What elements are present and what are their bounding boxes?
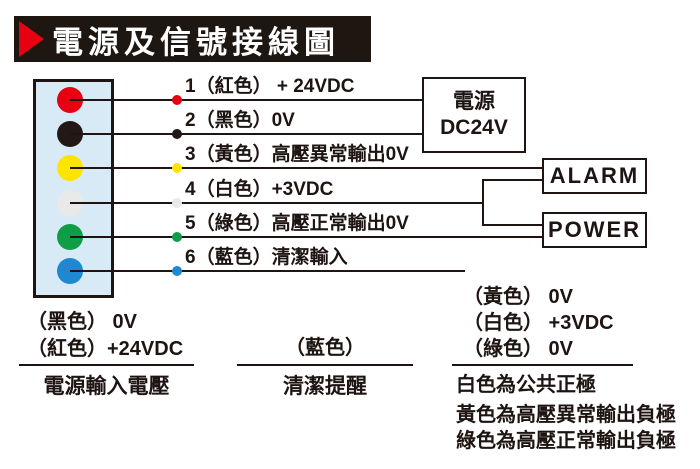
right-separator bbox=[452, 364, 633, 366]
left-separator bbox=[19, 364, 194, 366]
note-yellow-abnormal-negative: 黃色為高壓異常輸出負極 bbox=[456, 404, 676, 426]
wire-label-2: 2（黑色）0V bbox=[185, 110, 295, 131]
page-title: 電源及信號接線圖 bbox=[52, 24, 340, 60]
wire-label-4: 4（白色）+3VDC bbox=[185, 179, 334, 200]
wire-label-3: 3（黃色）高壓異常輸出0V bbox=[185, 144, 409, 165]
junction-dot-red bbox=[172, 95, 182, 105]
red-arrow-icon bbox=[19, 21, 44, 57]
title-banner: 電源及信號接線圖 bbox=[14, 16, 371, 62]
wire-blue bbox=[70, 270, 465, 272]
alarm-box: ALARM bbox=[542, 158, 647, 194]
power-supply-label: 電源 bbox=[453, 90, 495, 113]
middle-caption: 清潔提醒 bbox=[283, 375, 367, 398]
power-supply-box: 電源 DC24V bbox=[422, 77, 526, 153]
middle-row-blue: （藍色） bbox=[285, 337, 365, 359]
left-row-red-24vdc: （紅色）+24VDC bbox=[27, 338, 184, 360]
left-row-black-0v: （黑色） 0V bbox=[27, 311, 138, 333]
wire-green bbox=[70, 236, 542, 238]
wire-white bbox=[70, 202, 483, 204]
wire-yellow bbox=[70, 167, 542, 169]
power-supply-voltage: DC24V bbox=[440, 116, 508, 139]
right-row-white-3vdc: （白色） +3VDC bbox=[463, 312, 614, 334]
right-row-yellow-0v: （黃色） 0V bbox=[463, 286, 574, 308]
left-caption: 電源輸入電壓 bbox=[43, 375, 170, 398]
wire-black bbox=[70, 133, 423, 135]
wire-label-1: 1（紅色） + 24VDC bbox=[185, 76, 355, 97]
junction-dot-blue bbox=[172, 266, 182, 276]
right-row-green-0v: （綠色） 0V bbox=[463, 338, 574, 360]
note-white-common-positive: 白色為公共正極 bbox=[456, 374, 596, 396]
junction-dot-yellow bbox=[172, 163, 182, 173]
wire-label-5: 5（綠色）高壓正常輸出0V bbox=[185, 213, 409, 234]
wire-red bbox=[70, 99, 423, 101]
power-box: POWER bbox=[542, 212, 647, 248]
junction-dot-white bbox=[172, 198, 182, 208]
junction-dot-green bbox=[172, 232, 182, 242]
wire-label-6: 6（藍色）清潔輸入 bbox=[185, 247, 348, 268]
white-wire-branch-to-power bbox=[482, 224, 544, 226]
white-wire-branch-vertical bbox=[482, 179, 484, 226]
white-wire-branch-to-alarm bbox=[482, 179, 544, 181]
middle-separator bbox=[237, 364, 413, 366]
note-green-normal-negative: 綠色為高壓正常輸出負極 bbox=[456, 430, 676, 452]
junction-dot-black bbox=[172, 129, 182, 139]
